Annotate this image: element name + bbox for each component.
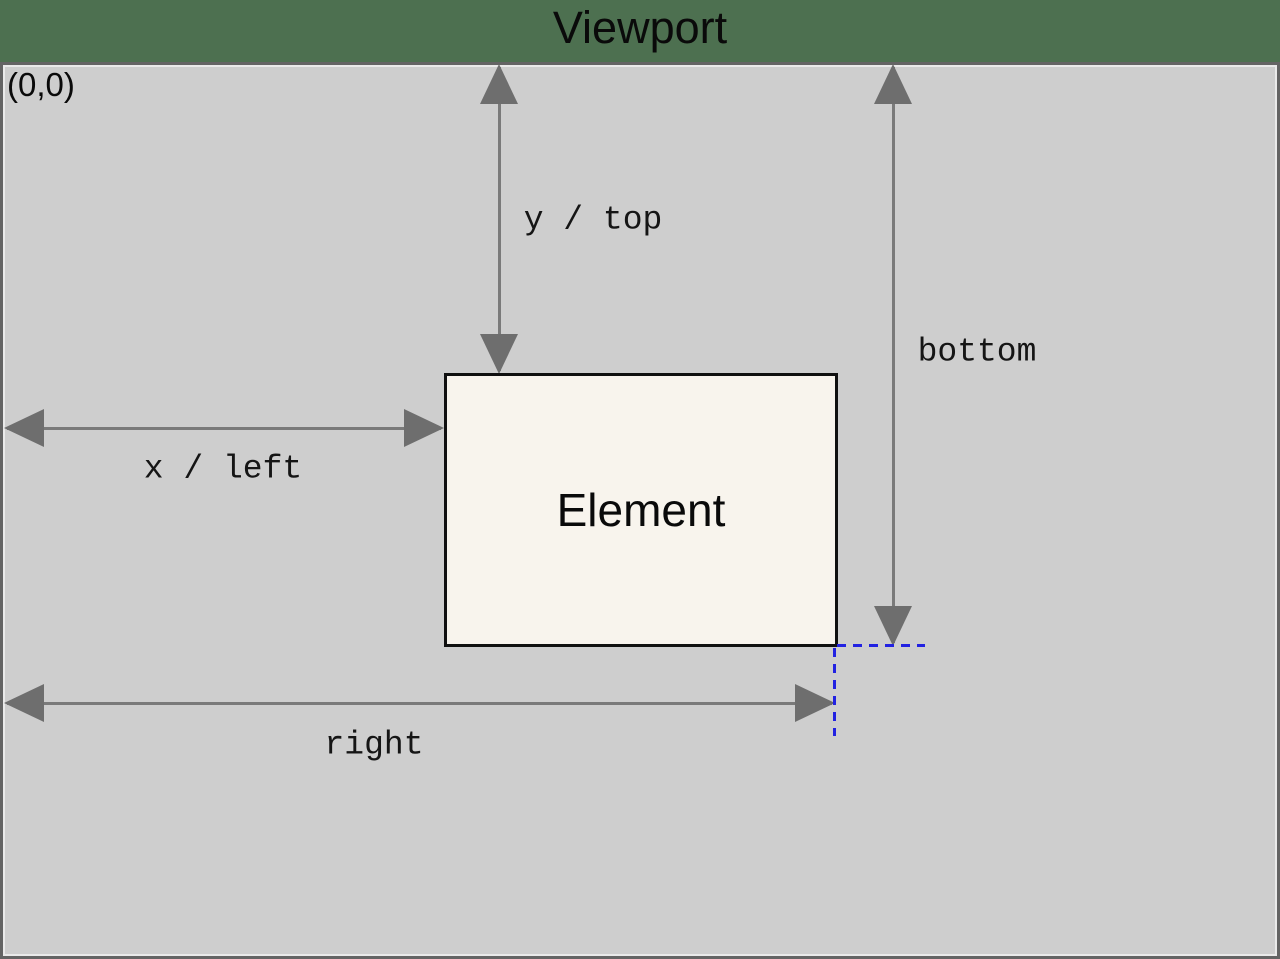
arrow-line — [497, 67, 501, 371]
element-rect: Element — [444, 373, 838, 647]
arrow-line — [7, 426, 441, 430]
right-label: right — [324, 726, 424, 764]
arrow-down-icon — [874, 606, 912, 646]
arrow-right-icon — [404, 409, 444, 447]
x-left-arrow — [4, 408, 444, 448]
arrow-line — [7, 701, 832, 705]
arrow-up-icon — [874, 64, 912, 104]
arrow-left-icon — [4, 409, 44, 447]
arrow-line — [891, 67, 895, 643]
y-top-arrow — [479, 64, 519, 374]
arrow-left-icon — [4, 684, 44, 722]
bottom-arrow — [873, 64, 913, 646]
arrow-right-icon — [795, 684, 835, 722]
y-top-label: y / top — [523, 201, 663, 239]
bottom-label: bottom — [917, 333, 1037, 371]
x-left-label: x / left — [143, 450, 303, 488]
right-arrow — [4, 683, 835, 723]
diagram-title: Viewport — [552, 2, 728, 53]
origin-coordinates-label: (0,0) — [7, 66, 75, 103]
guide-dashed-horizontal — [837, 644, 925, 647]
element-label: Element — [556, 484, 726, 536]
guide-dashed-vertical — [833, 648, 836, 736]
arrow-down-icon — [480, 334, 518, 374]
arrow-up-icon — [480, 64, 518, 104]
